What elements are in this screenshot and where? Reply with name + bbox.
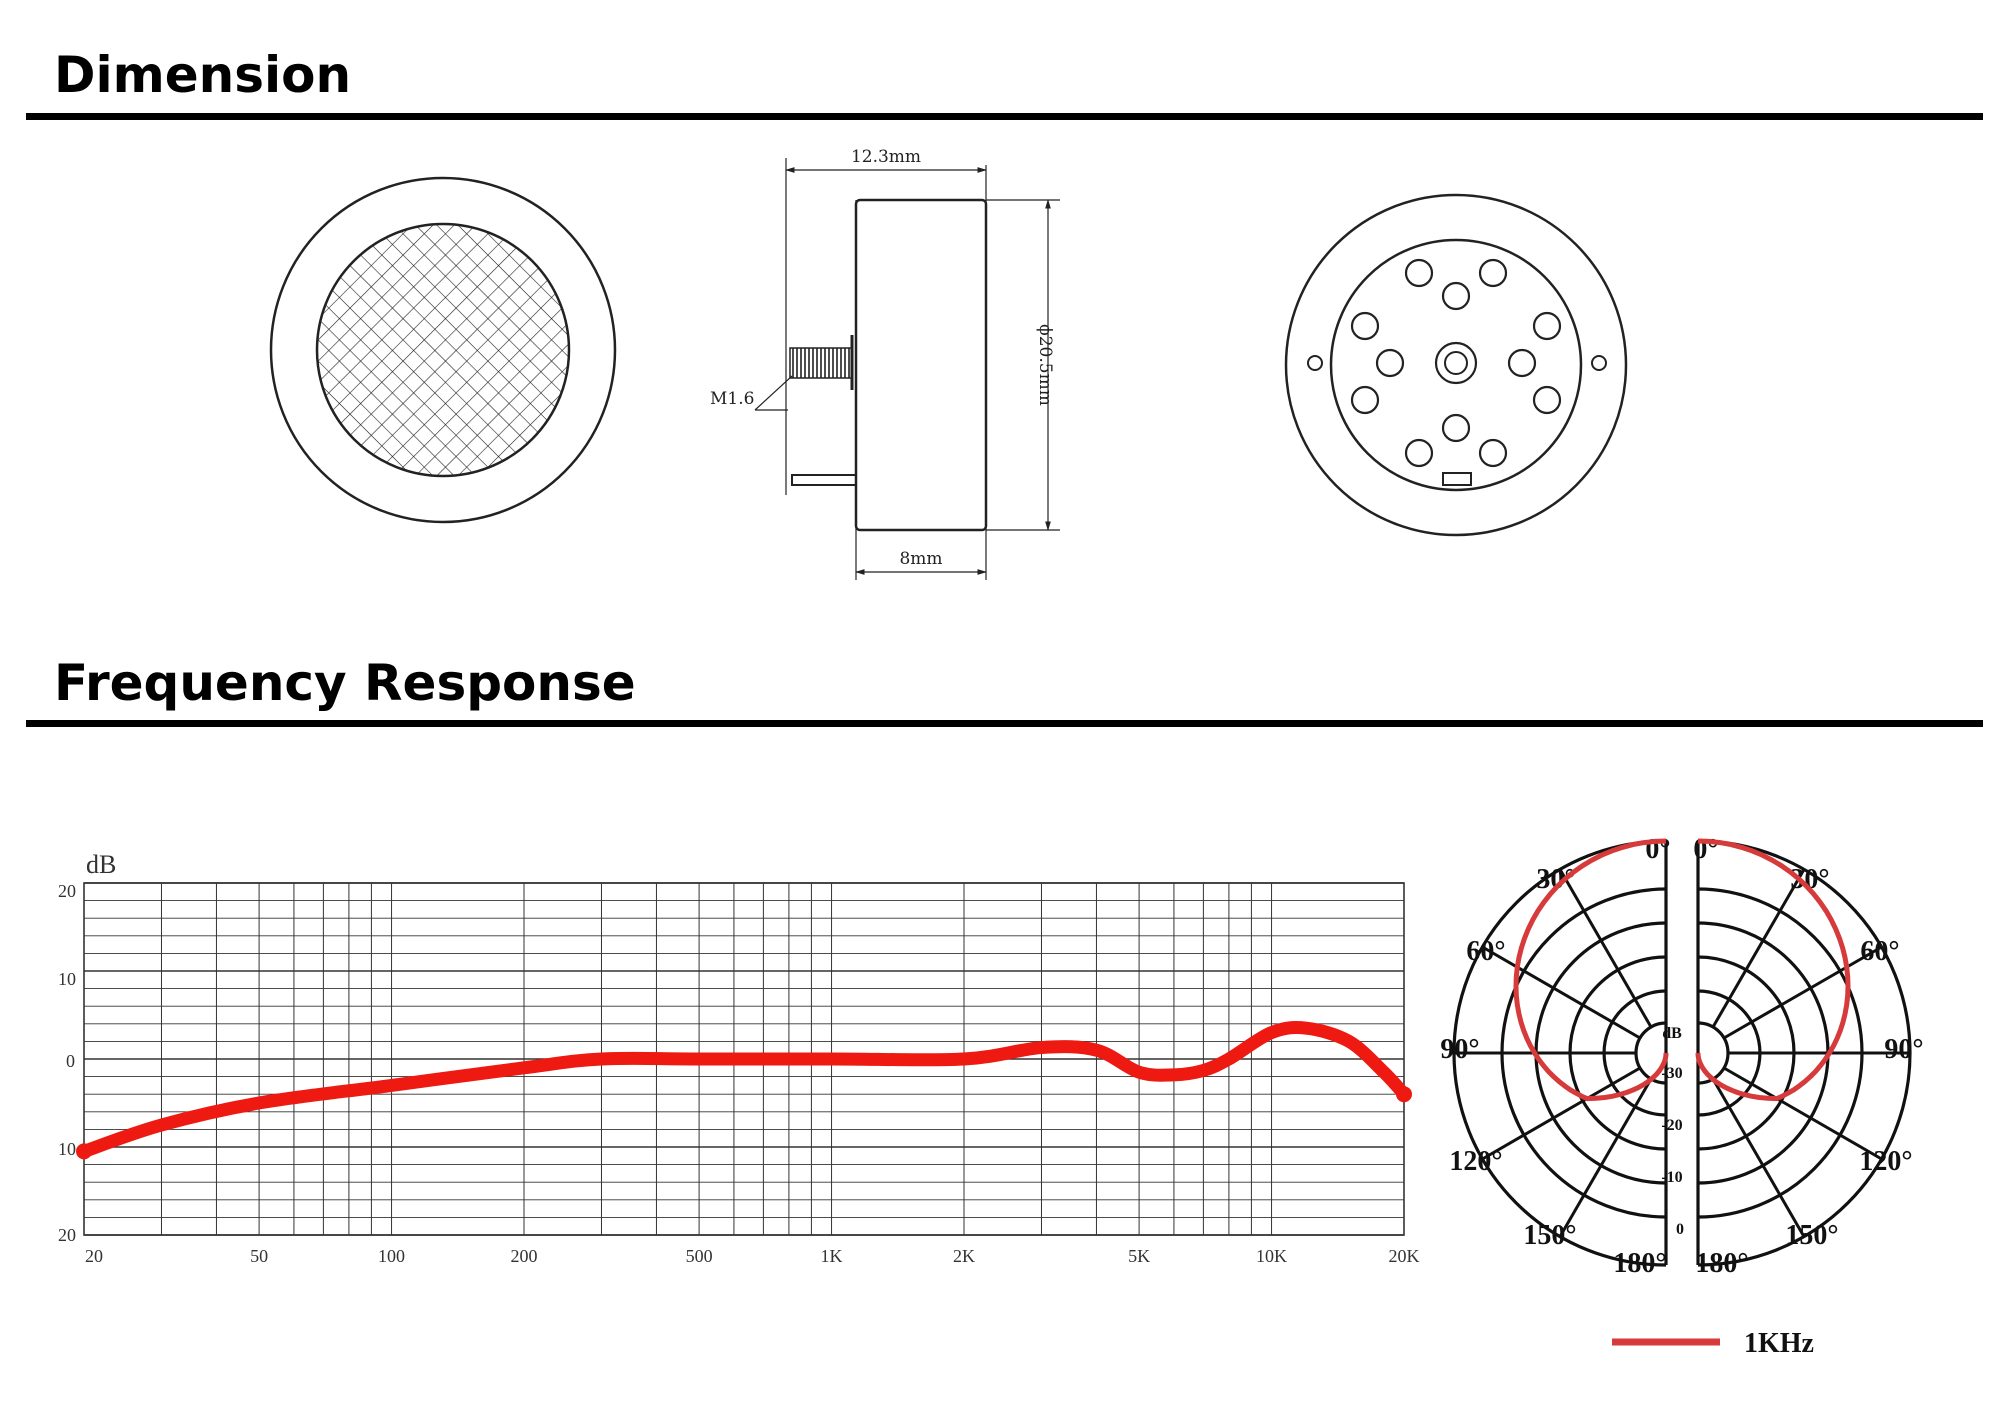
y-tick-label: 10 bbox=[58, 969, 76, 989]
dimension-title: Dimension bbox=[54, 46, 352, 104]
y-tick-label: 20 bbox=[58, 1225, 76, 1245]
polar-spoke bbox=[1481, 945, 1641, 1040]
polar-scale-label: -20 bbox=[1661, 1117, 1682, 1134]
polar-curve-left bbox=[1513, 838, 1669, 1102]
angle-label-150-right: 150° bbox=[1785, 1220, 1838, 1251]
x-tick-label: 500 bbox=[686, 1246, 713, 1266]
frequency-y-ticks: 20 10 0 10 20 bbox=[58, 881, 76, 1245]
x-tick-label: 5K bbox=[1128, 1246, 1150, 1266]
depth-body-label: 8mm bbox=[899, 549, 942, 569]
x-tick-label: 20K bbox=[1389, 1246, 1420, 1266]
angle-label-180-right: 180° bbox=[1695, 1248, 1748, 1279]
polar-scale-labels: dB -30 -20 -10 0 bbox=[1661, 1025, 1684, 1238]
thread-label: M1.6 bbox=[710, 389, 754, 409]
polar-scale-label: -10 bbox=[1661, 1169, 1682, 1186]
polar-ring bbox=[1697, 1021, 1730, 1085]
polar-spoke bbox=[1481, 1066, 1641, 1161]
polar-grid bbox=[1452, 839, 1912, 1267]
polar-left-half bbox=[1452, 839, 1668, 1267]
curve-endpoint bbox=[1396, 1086, 1412, 1103]
frequency-response-curve bbox=[77, 1021, 1411, 1158]
frequency-response-title: Frequency Response bbox=[54, 654, 636, 712]
capsule-body bbox=[854, 198, 988, 532]
angle-label-90-right: 90° bbox=[1884, 1034, 1923, 1065]
front-outer-ring bbox=[269, 176, 617, 524]
polar-scale-label: 0 bbox=[1676, 1221, 1684, 1238]
center-terminal bbox=[1434, 341, 1478, 385]
depth-total-label: 12.3mm bbox=[851, 147, 921, 167]
polar-spoke bbox=[1711, 868, 1806, 1028]
x-tick-label: 10K bbox=[1256, 1246, 1287, 1266]
x-tick-label: 1K bbox=[821, 1246, 843, 1266]
angle-label-120-right: 120° bbox=[1859, 1146, 1912, 1177]
threaded-stud bbox=[789, 347, 853, 379]
frequency-curve-endpoints bbox=[76, 1086, 1412, 1160]
angle-label-150-left: 150° bbox=[1523, 1220, 1576, 1251]
polar-spoke bbox=[1723, 1066, 1883, 1161]
side-view: 12.3mm M1.6 ϕ20.5mm 8mm bbox=[710, 147, 1060, 580]
polar-right-half bbox=[1696, 839, 1912, 1267]
rear-view bbox=[1284, 193, 1628, 537]
x-tick-label: 2K bbox=[953, 1246, 975, 1266]
x-tick-label: 200 bbox=[511, 1246, 538, 1266]
angle-label-0-left: 0° bbox=[1645, 834, 1670, 865]
x-tick-label: 50 bbox=[250, 1246, 268, 1266]
angle-label-60-left: 60° bbox=[1466, 936, 1505, 967]
legend-label-1khz: 1KHz bbox=[1744, 1328, 1814, 1359]
angle-label-0-right: 0° bbox=[1693, 834, 1718, 865]
angle-label-90-left: 90° bbox=[1440, 1034, 1479, 1065]
polar-response-curve bbox=[1513, 838, 1851, 1102]
polar-angle-labels: 0° 0° 30° 30° 60° 60° 90° 90° 120° 120° … bbox=[1440, 834, 1923, 1279]
solder-pin bbox=[791, 474, 857, 486]
front-view bbox=[269, 176, 617, 524]
frequency-x-ticks: 20 50 100 200 500 1K 2K 5K 10K 20K bbox=[85, 1246, 1420, 1266]
polar-curve-right bbox=[1695, 838, 1851, 1102]
x-tick-label: 100 bbox=[378, 1246, 405, 1266]
curve-endpoint bbox=[76, 1143, 92, 1160]
y-tick-label: 10 bbox=[58, 1139, 76, 1159]
front-mesh-grille bbox=[315, 222, 571, 478]
y-tick-label: 20 bbox=[58, 881, 76, 901]
angle-label-120-left: 120° bbox=[1449, 1146, 1502, 1177]
x-tick-label: 20 bbox=[85, 1246, 103, 1266]
frequency-plot-frame bbox=[83, 882, 1405, 1236]
diameter-label: ϕ20.5mm bbox=[1035, 324, 1055, 406]
vent-holes bbox=[1350, 258, 1562, 468]
angle-label-60-right: 60° bbox=[1860, 936, 1899, 967]
polar-spoke bbox=[1558, 1078, 1653, 1238]
polar-scale-unit: dB bbox=[1662, 1025, 1682, 1042]
y-axis-unit: dB bbox=[86, 850, 116, 879]
dimension-divider bbox=[26, 113, 1983, 120]
polar-spoke bbox=[1558, 868, 1653, 1028]
y-tick-label: 0 bbox=[66, 1051, 75, 1071]
angle-label-180-left: 180° bbox=[1613, 1248, 1666, 1279]
polar-scale-label: -30 bbox=[1661, 1065, 1682, 1082]
polar-spoke bbox=[1723, 945, 1883, 1040]
polar-spoke bbox=[1711, 1078, 1806, 1238]
frequency-response-divider bbox=[26, 720, 1983, 727]
